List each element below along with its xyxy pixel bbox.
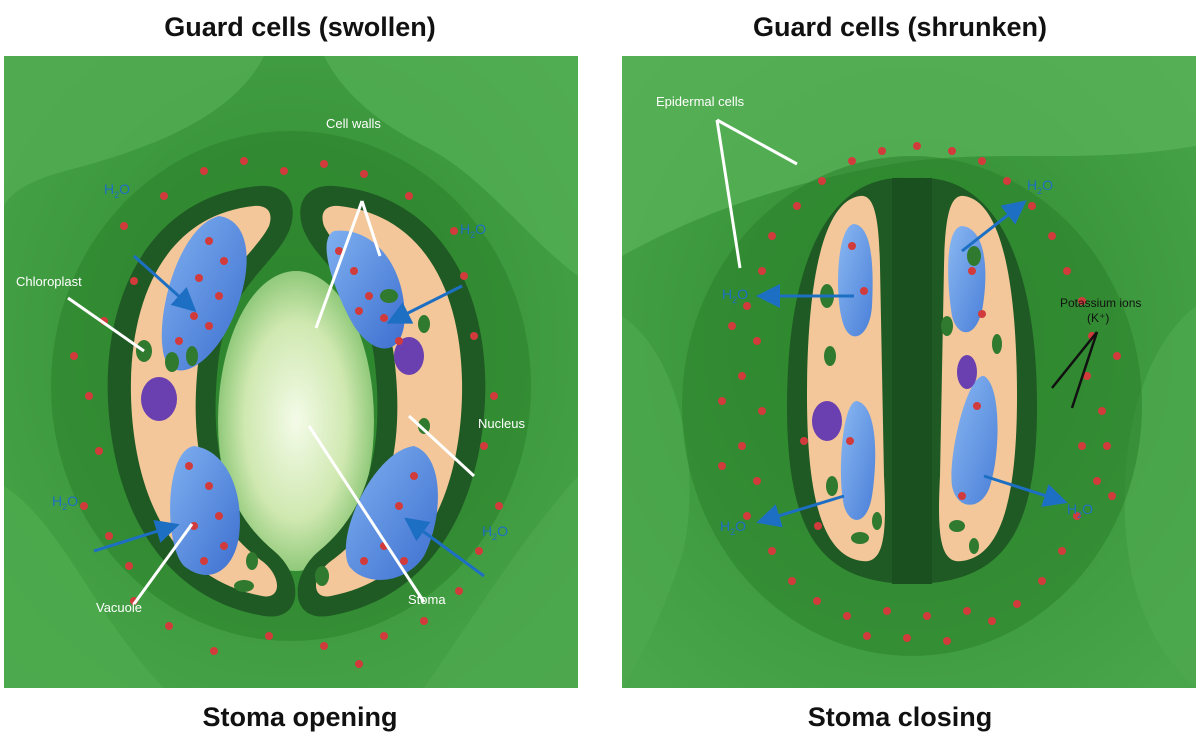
pointer-potassium-ions — [1070, 331, 1099, 409]
chloroplast — [826, 476, 838, 496]
epidermal-cell-right — [1124, 306, 1196, 688]
label-water: H2O — [482, 523, 508, 542]
label-potassium-symbol: (K⁺) — [1087, 311, 1109, 325]
water-labels: H2O H2O H2O H2O — [52, 181, 508, 542]
water-arrow-in — [404, 517, 485, 578]
label-chloroplast: Chloroplast — [16, 274, 82, 289]
chloroplast — [851, 532, 869, 544]
label-water: H2O — [1067, 501, 1093, 520]
water-arrow-out — [756, 494, 845, 528]
title-guard-cells-swollen: Guard cells (swollen) — [164, 12, 436, 42]
water-arrow-out — [983, 474, 1068, 507]
chloroplast — [246, 552, 258, 570]
chloroplast — [824, 346, 836, 366]
pointer-chloroplast — [67, 296, 145, 353]
label-epidermal-cells: Epidermal cells — [656, 94, 745, 109]
vacuole-left-lower — [840, 401, 876, 520]
nucleus-right — [957, 355, 977, 389]
diagram-stoma-opening: Cell walls Chloroplast Nucleus Vacuole S… — [4, 56, 578, 688]
label-pointers — [715, 118, 798, 269]
water-arrow-in — [132, 254, 197, 313]
label-water: H2O — [460, 221, 486, 240]
chloroplast — [967, 246, 981, 266]
nucleus-right — [394, 337, 424, 375]
label-water: H2O — [722, 286, 748, 305]
vacuole-left-upper — [838, 224, 873, 337]
epidermal-cell-bottom-left — [4, 486, 164, 688]
water-arrow-in — [93, 519, 180, 553]
pointer-epidermal-cells — [715, 119, 742, 269]
caption-stoma-closing: Stoma closing — [807, 702, 993, 732]
vacuole-left-upper — [161, 216, 247, 371]
chloroplast — [234, 580, 254, 592]
label-cell-walls: Cell walls — [326, 116, 381, 131]
label-pointers — [67, 200, 476, 605]
label-vacuole: Vacuole — [96, 600, 142, 615]
pointer-stoma — [307, 425, 426, 603]
chloroplast — [969, 538, 979, 554]
chloroplast — [992, 334, 1002, 354]
chloroplast — [186, 346, 198, 366]
label-water: H2O — [104, 181, 130, 200]
pointer-potassium-ions — [1051, 331, 1098, 389]
water-arrow-in — [386, 284, 463, 324]
potassium-ions-outside — [718, 142, 1121, 645]
potassium-ions-inside — [175, 237, 423, 565]
water-arrows — [93, 254, 485, 578]
label-nucleus: Nucleus — [478, 416, 525, 431]
caption-stoma-opening: Stoma opening — [202, 702, 398, 732]
vacuole-right-lower — [951, 375, 998, 505]
epidermal-cell-left — [622, 316, 690, 688]
chloroplast — [949, 520, 965, 532]
chloroplast — [165, 352, 179, 372]
label-stoma: Stoma — [408, 592, 446, 607]
epidermal-cell-top — [622, 56, 1196, 256]
diagram-stoma-closing: Epidermal cells Potassium ions (K⁺) H2O … — [622, 56, 1196, 688]
epidermal-cell-top-left — [4, 56, 264, 206]
label-water: H2O — [52, 493, 78, 512]
chloroplast — [380, 289, 398, 303]
pointer-cell-walls — [314, 200, 364, 329]
water-arrow-out — [961, 200, 1027, 253]
closed-stoma-seam — [892, 178, 932, 584]
chloroplast — [418, 315, 430, 333]
pointer-epidermal-cells — [716, 118, 798, 166]
chloroplast — [418, 418, 430, 434]
label-potassium-ions: Potassium ions — [1060, 296, 1141, 310]
chloroplast — [315, 566, 329, 586]
epidermal-cell-bottom-right — [424, 476, 578, 688]
nucleus-left — [141, 377, 177, 421]
panel-stoma-closing: Epidermal cells Potassium ions (K⁺) H2O … — [622, 56, 1196, 688]
title-guard-cells-shrunken: Guard cells (shrunken) — [752, 12, 1048, 42]
water-labels: H2O H2O H2O H2O — [720, 177, 1093, 537]
label-pointers-dark — [1051, 331, 1099, 409]
pointer-vacuole — [132, 523, 194, 605]
pointer-nucleus — [407, 414, 476, 478]
chloroplast — [872, 512, 882, 530]
water-arrows — [756, 200, 1068, 528]
stoma-pore — [218, 271, 374, 571]
nucleus-left — [812, 401, 842, 441]
label-water: H2O — [1027, 177, 1053, 196]
label-water: H2O — [720, 518, 746, 537]
chloroplast — [941, 316, 953, 336]
pointer-cell-walls — [360, 200, 382, 257]
epidermal-cell-top-right — [324, 56, 578, 276]
potassium-ions-inside — [800, 242, 986, 530]
panel-stoma-opening: Cell walls Chloroplast Nucleus Vacuole S… — [4, 56, 578, 688]
chloroplasts — [820, 246, 1002, 554]
